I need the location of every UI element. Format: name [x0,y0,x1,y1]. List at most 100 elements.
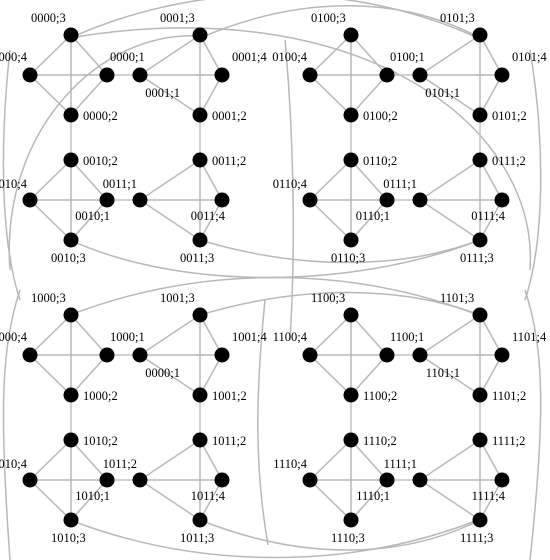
graph-node [343,307,359,323]
node-label: 0110;4 [273,177,308,191]
node-label: 1110;1 [356,489,390,503]
graph-node [214,192,230,208]
cluster-edge [199,74,223,116]
arc-edge-11 [524,289,542,560]
node-label: 0111;3 [460,251,494,265]
node-label: 0110;1 [356,209,390,223]
node-label: 0001;4 [232,50,267,64]
graph-node [192,387,208,403]
node-label: 1111;3 [460,531,493,545]
graph-node [192,152,208,168]
arc-edge-13 [199,519,481,551]
cluster-edge [419,314,481,356]
cluster-edge [29,159,72,201]
cluster-edge [419,439,481,481]
node-label: 0011;4 [191,209,226,223]
node-label: 1110;4 [273,457,308,471]
graph-node [63,432,79,448]
graph-node [22,192,38,208]
cluster-edge [139,354,201,396]
cluster-edge [479,439,503,481]
node-label: 1101;1 [426,366,460,380]
graph-node [494,472,510,488]
graph-node [63,307,79,323]
cluster-edge [139,34,201,76]
cluster-edge [29,354,72,396]
cluster-edge [479,74,503,116]
graph-node [472,152,488,168]
node-label: 0111;2 [492,154,526,168]
cluster-edge [29,439,72,481]
node-label: 0011;3 [180,251,214,265]
graph-node [412,67,428,83]
cluster-edge [199,314,223,356]
graph-node [472,232,488,248]
graph-node [343,27,359,43]
cluster-edge [350,159,388,201]
arc-edge-10 [2,289,21,560]
graph-node [412,347,428,363]
cluster-edge [419,34,481,76]
graph-node [379,67,395,83]
graph-node [192,232,208,248]
node-label: 1100;3 [311,291,345,305]
node-label: 0101;1 [425,86,460,100]
node-label: 0101;2 [492,109,527,123]
cluster-edge [70,479,108,521]
cluster-edge [350,199,388,241]
arc-edge-4 [2,49,21,301]
cluster-edge [309,439,352,481]
graph-node [494,347,510,363]
graph-node [192,107,208,123]
node-label: 1000;4 [0,330,28,344]
node-label: 0010;4 [0,177,28,191]
cluster-edge [350,34,388,76]
node-label: 1010;3 [51,531,86,545]
node-label: 0010;3 [51,251,86,265]
node-label: 1011;3 [180,531,214,545]
clusters: 0000;30000;40000;10000;20001;30001;10001… [0,11,547,545]
arc-edge-7 [199,239,481,264]
node-label: 1101;2 [492,389,526,403]
graph-node [302,472,318,488]
node-label: 1010;4 [0,457,28,471]
node-label: 0001;1 [145,86,180,100]
cluster-edge [479,159,503,201]
graph-node [192,307,208,323]
node-label: 1111;2 [492,434,525,448]
cluster-edge [29,199,72,241]
node-label: 1100;2 [363,389,397,403]
graph-node [343,232,359,248]
node-label: 0110;2 [363,154,397,168]
graph-node [63,107,79,123]
cluster-edge [419,354,481,396]
cluster-edge [199,439,223,481]
cluster-edge [199,199,223,241]
cluster-edge [419,159,481,201]
graph-node [379,472,395,488]
graph-node [302,192,318,208]
cluster-edge [139,199,201,241]
node-label: 1100;1 [390,330,424,344]
graph-node [472,107,488,123]
cluster-edge [419,74,481,116]
graph-node [22,347,38,363]
cluster-edge [419,479,481,521]
arc-edge-1 [199,5,481,39]
graph-node [343,152,359,168]
graph-node [494,67,510,83]
node-label: 0000;1 [145,366,180,380]
graph-node [412,192,428,208]
node-label: 1001;3 [160,291,195,305]
graph-node [472,27,488,43]
cluster-edge [309,314,352,356]
graph-node [343,512,359,528]
arc-edge-5 [524,49,542,301]
node-label: 1010;2 [83,434,118,448]
node-label: 1000;3 [31,291,66,305]
